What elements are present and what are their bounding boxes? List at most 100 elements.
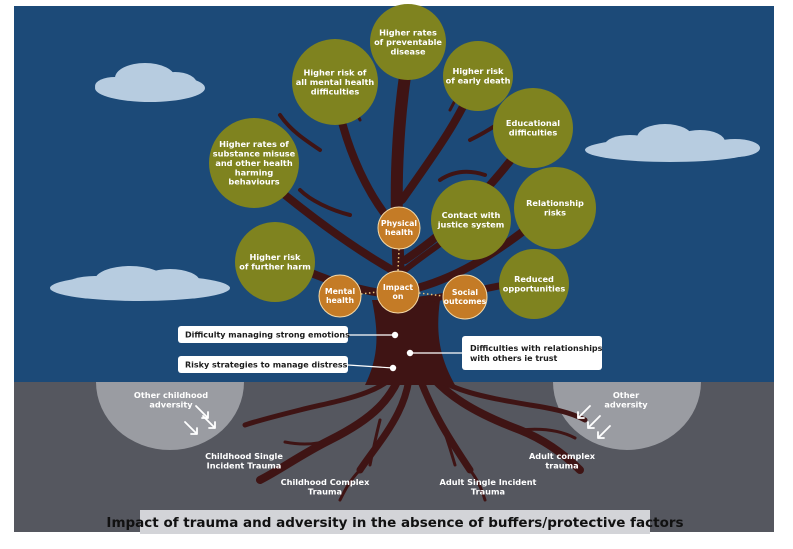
outcome-circle — [514, 167, 596, 249]
outcome-label-line: of early death — [446, 76, 511, 86]
outcome-label-line: and other health — [215, 158, 293, 168]
trunk-label-text-line: Difficulties with relationships — [470, 344, 603, 353]
impact-connector — [418, 292, 444, 297]
outcome-label-line: disease — [390, 46, 425, 56]
trunk-label-box — [178, 356, 348, 373]
root-label-line: Trauma — [308, 487, 342, 497]
trunk-label-connector — [347, 364, 394, 369]
outcome-label-line: difficulties — [311, 86, 360, 96]
outcome-label-line: Contact with — [442, 210, 501, 220]
outcome-circle — [370, 4, 446, 80]
outcome-label-line: Higher risk — [250, 252, 302, 262]
outcome-label-line: Higher rates — [379, 27, 437, 37]
trunk-label-box — [178, 326, 348, 343]
root-label-line: Adult Single Incident — [440, 477, 537, 487]
outcome-label-line: difficulties — [509, 128, 558, 138]
impact-circle — [442, 274, 488, 320]
outcome-label-line: justice system — [437, 220, 505, 230]
impact-label-line: Mental — [325, 287, 356, 296]
impact-label-line: Physical — [381, 219, 418, 228]
trunk-label-text: Difficulty managing strong emotions — [185, 331, 350, 340]
tree-trunk — [365, 300, 455, 385]
trunk-label-dot — [391, 331, 399, 339]
outcome-circle — [431, 180, 511, 260]
trunk-label-text-line: with others ie trust — [470, 354, 558, 363]
trunk-label-text: Risky strategies to manage distress — [185, 361, 348, 370]
impact-label-line: health — [326, 296, 354, 305]
impact-circle — [376, 270, 420, 314]
root-label-line: Adult complex — [529, 451, 596, 461]
outcome-label-line: behaviours — [228, 177, 279, 187]
root-label-line: Incident Trauma — [207, 461, 282, 471]
root-label-line: Childhood Single — [205, 451, 283, 461]
impact-circle — [318, 274, 362, 318]
impact-circle — [377, 206, 421, 250]
outcome-label-line: substance misuse — [213, 148, 296, 158]
outcome-label-line: of preventable — [374, 37, 442, 47]
adult-adversity-zone — [553, 382, 701, 450]
outcome-circle — [443, 41, 513, 111]
cloud-icon — [50, 266, 230, 301]
adversity-label-line: adversity — [149, 400, 193, 410]
trunk-label: Difficulty managing strong emotions — [178, 326, 399, 343]
outcome-label-line: Relationship — [526, 198, 584, 208]
outcome-label-line: all mental health — [296, 77, 375, 87]
outcome-label-line: Reduced — [514, 274, 554, 284]
impact-label-line: Impact — [383, 283, 413, 292]
outcome-label-line: risks — [544, 208, 566, 218]
impact-label-line: outcomes — [444, 297, 487, 306]
outcome-circle — [235, 222, 315, 302]
root-label-line: Trauma — [471, 487, 505, 497]
outcome-label-line: Educational — [506, 118, 560, 128]
impact-label-line: on — [393, 292, 404, 301]
outcome-label-line: harming — [235, 167, 274, 177]
outcome-label-line: Higher rates of — [219, 139, 289, 149]
impact-connector — [360, 291, 378, 295]
impact-label-line: health — [385, 228, 413, 237]
outcome-circle — [493, 88, 573, 168]
outcome-label-line: Higher risk of — [304, 67, 367, 77]
cloud-icon — [585, 124, 760, 162]
adversity-label-line: Other — [613, 390, 640, 400]
outcome-circle — [292, 39, 378, 125]
adversity-label-line: Other childhood — [134, 390, 208, 400]
caption-box — [140, 510, 650, 534]
trunk-label: Risky strategies to manage distress — [178, 356, 397, 373]
root-label-line: Childhood Complex — [281, 477, 370, 487]
outcome-label-line: Higher risk — [453, 66, 505, 76]
root-label-line: trauma — [545, 461, 578, 471]
adversity-label-line: adversity — [604, 400, 648, 410]
caption-text: Impact of trauma and adversity in the ab… — [106, 515, 683, 531]
